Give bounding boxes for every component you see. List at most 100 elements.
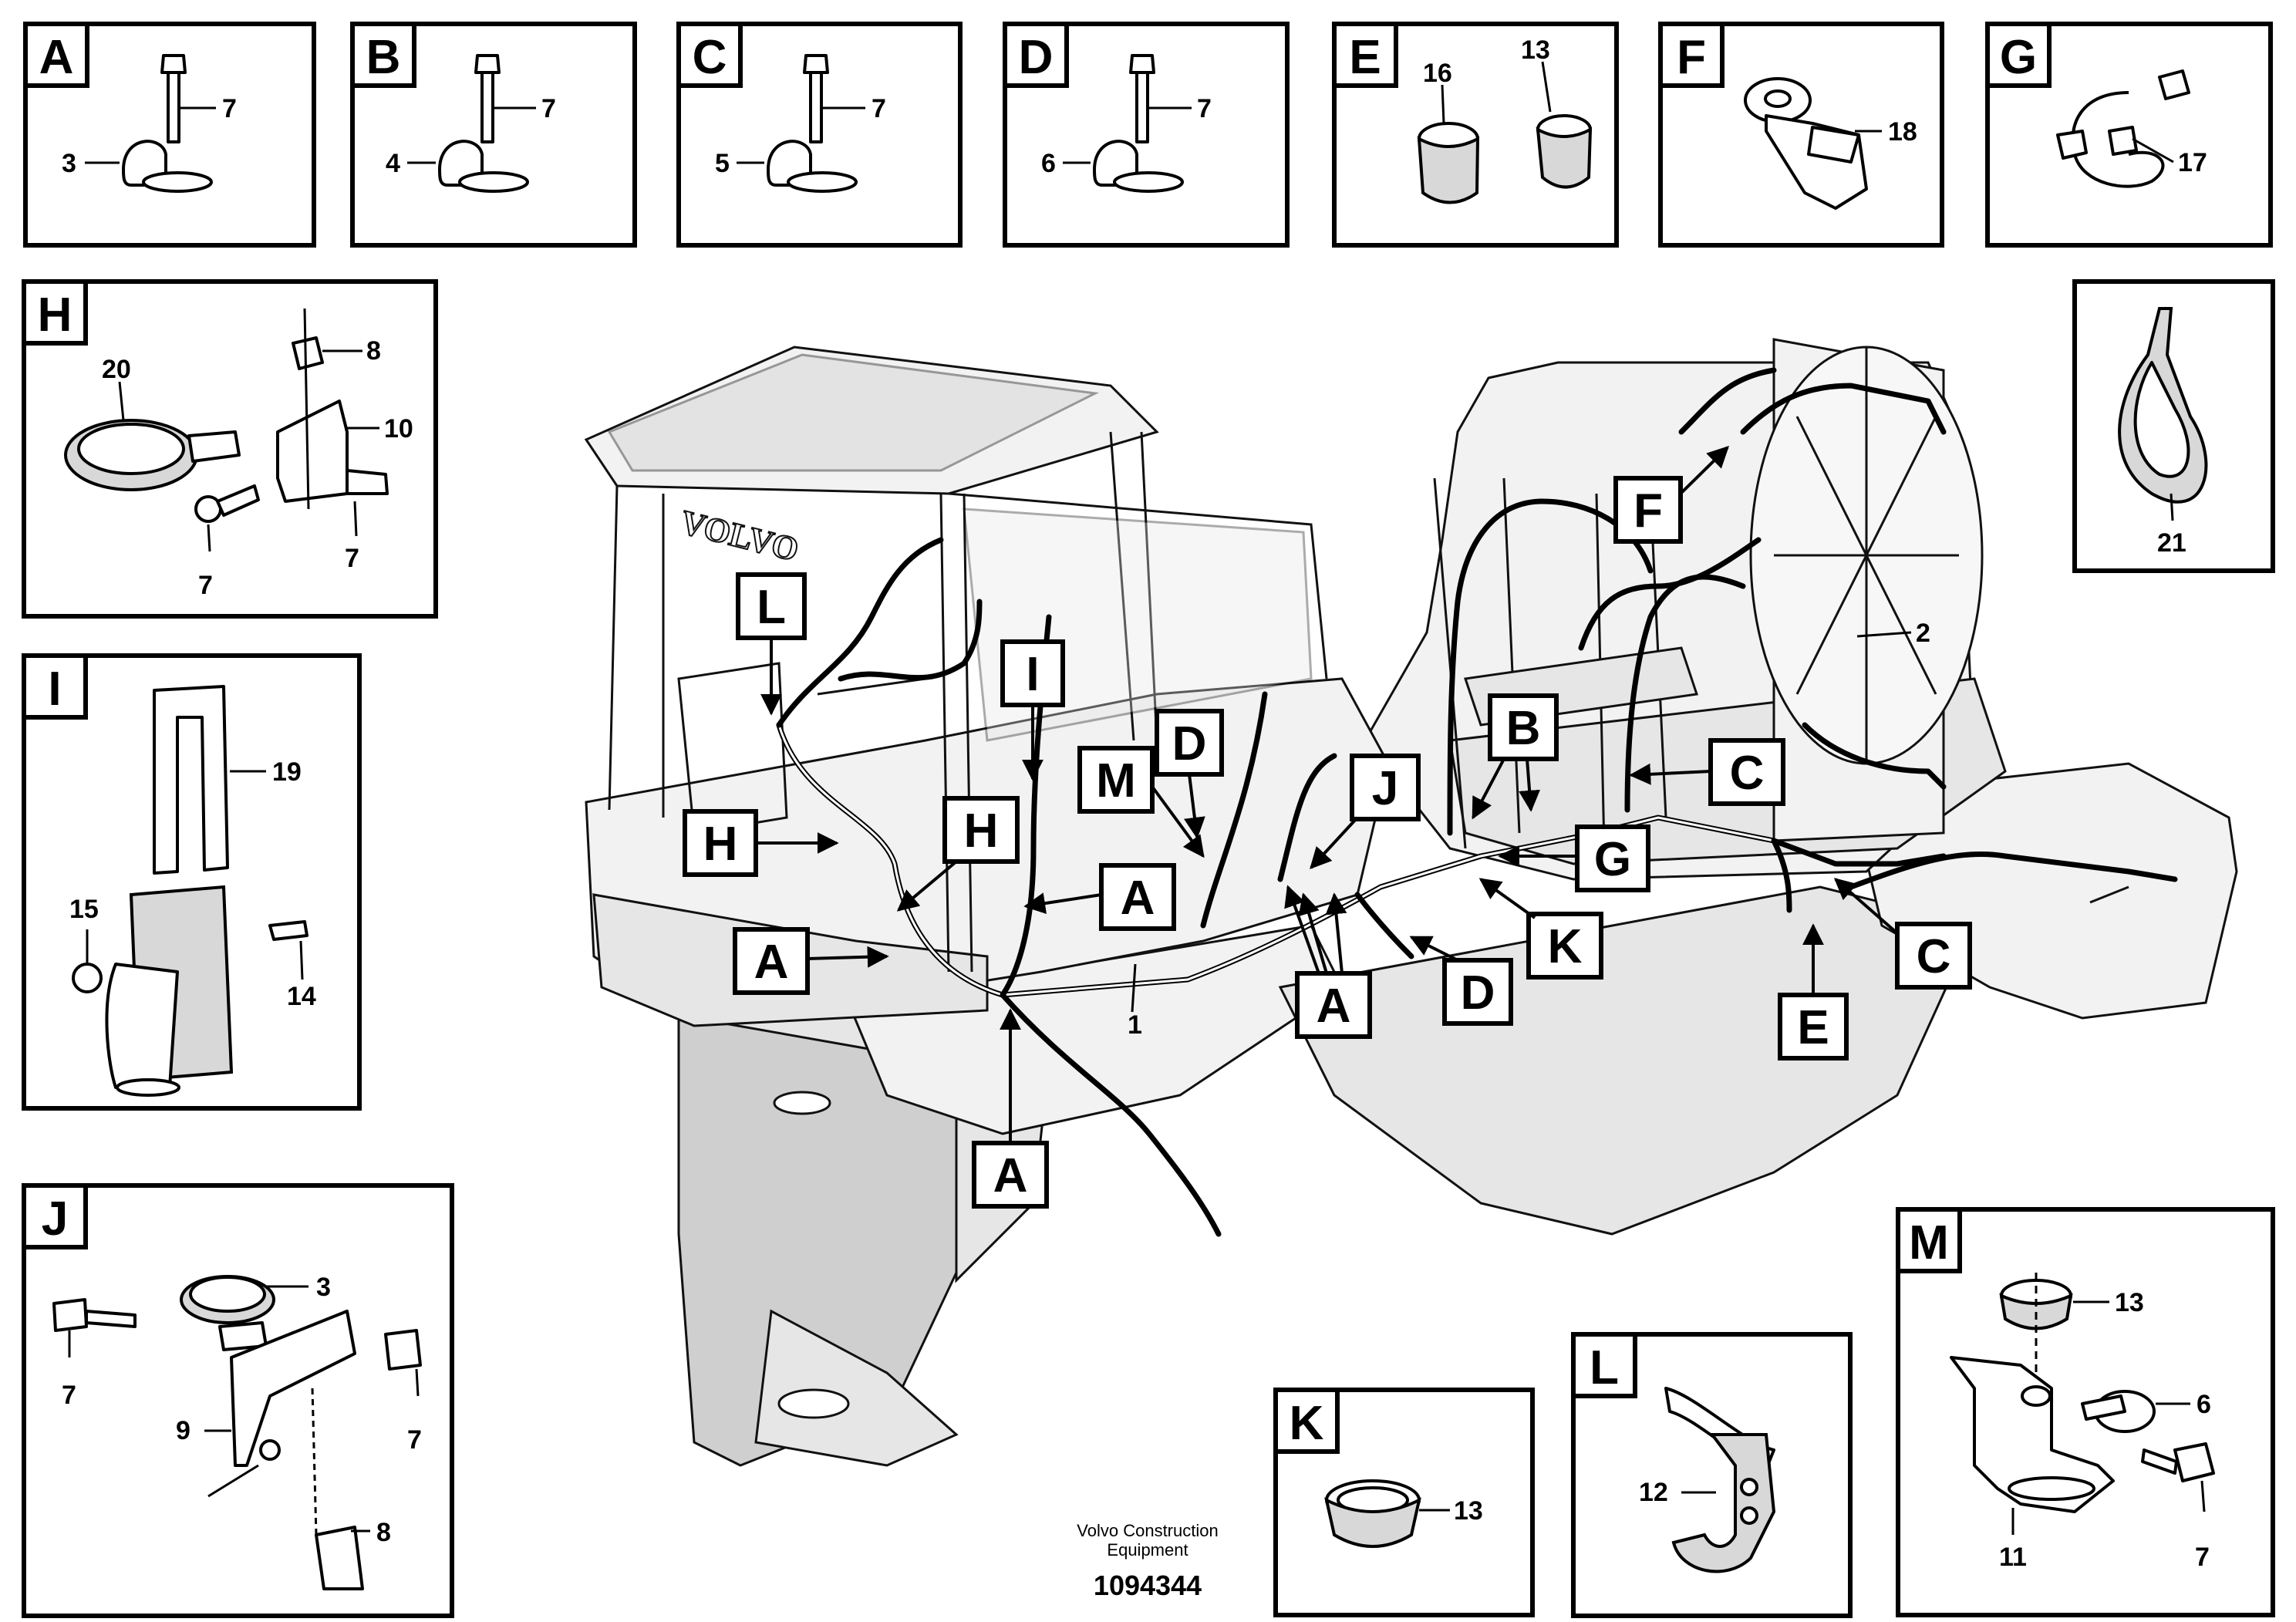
callout-C-upper: C — [1629, 738, 1785, 806]
svg-text:G: G — [1594, 833, 1631, 886]
svg-text:4: 4 — [386, 149, 400, 178]
svg-text:A: A — [754, 936, 789, 989]
bolt-clamp-icon — [1093, 54, 1184, 193]
svg-text:A: A — [993, 1149, 1028, 1202]
svg-text:E: E — [1797, 1001, 1829, 1054]
svg-text:C: C — [1730, 747, 1765, 800]
panel-tie: 21 — [2072, 279, 2275, 573]
panel-H: H 8 20 10 7 7 — [22, 279, 438, 619]
callout-I: I — [1000, 639, 1065, 781]
svg-text:10: 10 — [384, 414, 413, 443]
footer: Volvo Construction Equipment 1094344 — [1077, 1521, 1218, 1601]
callout-B: B — [1472, 693, 1559, 820]
panel-B: B 7 4 — [350, 22, 637, 248]
svg-text:16: 16 — [1423, 59, 1452, 88]
svg-text:6: 6 — [2197, 1390, 2211, 1419]
callout-A-mid: A — [1284, 885, 1372, 1039]
svg-text:7: 7 — [1197, 94, 1212, 123]
callout-F: F — [1613, 446, 1729, 544]
callout-K: K — [1478, 878, 1603, 980]
panel-E: E 16 13 — [1332, 22, 1619, 248]
clamp-bracket-icon — [52, 1275, 422, 1590]
svg-text:M: M — [1096, 754, 1136, 808]
callout-A-center: A — [1023, 863, 1176, 931]
panel-C: C 7 5 — [676, 22, 963, 248]
svg-text:13: 13 — [1454, 1496, 1483, 1526]
cable-holder-icon — [1664, 1387, 1776, 1573]
callout-J: J — [1310, 754, 1421, 870]
footer-line1: Volvo Construction — [1077, 1521, 1218, 1540]
svg-text:6: 6 — [1041, 149, 1056, 178]
panel-M: M 13 6 11 7 — [1896, 1207, 2275, 1617]
grommet-icon — [1324, 1479, 1421, 1548]
svg-text:A: A — [1317, 980, 1351, 1033]
main-callouts: L I D M J B F — [683, 446, 1972, 1209]
callout-H-right: H — [896, 796, 1020, 912]
svg-text:D: D — [1172, 717, 1207, 771]
callout-C-lower: C — [1833, 878, 1972, 990]
svg-text:J: J — [1372, 762, 1398, 815]
svg-text:I: I — [1026, 648, 1039, 701]
drawing-number: 1094344 — [1094, 1570, 1202, 1601]
svg-text:A: A — [1121, 872, 1155, 925]
svg-text:D: D — [1019, 31, 1054, 84]
svg-text:F: F — [1633, 484, 1663, 538]
svg-text:J: J — [42, 1192, 68, 1246]
panel-D: D 7 6 — [1003, 22, 1290, 248]
svg-text:3: 3 — [316, 1273, 331, 1302]
svg-text:L: L — [1590, 1341, 1619, 1394]
callout-A-bottom: A — [972, 1008, 1049, 1209]
svg-text:H: H — [964, 804, 999, 858]
bolt-clamp-icon — [438, 54, 529, 193]
svg-text:11: 11 — [1999, 1543, 2027, 1572]
main-part-1: 1 — [1128, 1010, 1142, 1040]
svg-text:K: K — [1290, 1397, 1324, 1450]
svg-text:E: E — [1349, 31, 1381, 84]
callout-D-upper: D — [1155, 709, 1224, 839]
svg-text:D: D — [1461, 966, 1495, 1020]
svg-text:18: 18 — [1888, 117, 1917, 147]
svg-text:K: K — [1548, 920, 1583, 973]
callout-D-lower: D — [1409, 936, 1513, 1026]
connector-cover-icon — [72, 685, 308, 1097]
callout-L: L — [736, 572, 807, 716]
svg-text:B: B — [1506, 702, 1541, 755]
svg-text:13: 13 — [1521, 35, 1550, 65]
svg-text:7: 7 — [345, 544, 359, 573]
svg-text:14: 14 — [287, 982, 316, 1011]
svg-text:C: C — [1917, 930, 1951, 983]
svg-text:C: C — [693, 31, 727, 84]
cable-tie-icon — [2118, 307, 2208, 504]
svg-text:9: 9 — [176, 1416, 190, 1445]
callout-E: E — [1778, 923, 1849, 1061]
grommet-icon — [1417, 114, 1593, 204]
svg-text:13: 13 — [2115, 1288, 2144, 1317]
panel-A: A 7 3 — [23, 22, 316, 248]
svg-text:L: L — [757, 581, 786, 634]
svg-text:7: 7 — [198, 571, 213, 600]
svg-text:19: 19 — [272, 757, 302, 787]
wiring-harness — [776, 367, 2178, 1237]
svg-text:7: 7 — [407, 1425, 422, 1455]
panel-I: I 19 15 14 — [22, 653, 362, 1111]
panel-J: J 3 7 9 7 8 — [22, 1183, 454, 1618]
svg-text:7: 7 — [541, 94, 556, 123]
svg-text:I: I — [48, 663, 61, 716]
callout-M: M — [1077, 746, 1205, 858]
main-part-2: 2 — [1916, 619, 1930, 648]
svg-text:3: 3 — [62, 149, 76, 178]
panel-G: G 17 — [1985, 22, 2273, 248]
main-part-labels: 1 2 — [1128, 619, 1930, 1040]
brand-label: VOLVO — [677, 503, 803, 568]
svg-text:7: 7 — [222, 94, 237, 123]
svg-text:20: 20 — [102, 355, 131, 384]
svg-text:12: 12 — [1639, 1478, 1668, 1507]
panel-K: K 13 — [1273, 1388, 1535, 1617]
callout-G: G — [1498, 824, 1650, 892]
panel-letter: A — [39, 31, 74, 84]
panel-L: L 12 — [1571, 1332, 1853, 1618]
footer-line2: Equipment — [1107, 1540, 1188, 1560]
svg-text:17: 17 — [2178, 148, 2207, 177]
svg-text:7: 7 — [872, 94, 886, 123]
svg-text:B: B — [366, 31, 401, 84]
